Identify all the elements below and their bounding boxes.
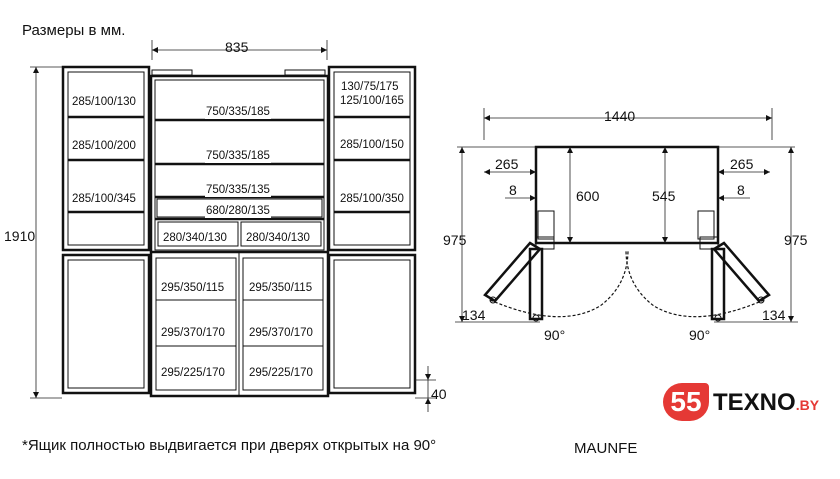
center-shelf-3: 750/335/135 [205, 184, 271, 197]
bottom-offset-label: 40 [431, 386, 447, 402]
top-view [455, 108, 798, 323]
top-offset-left: 134 [462, 307, 486, 323]
top-angle-right: 90° [689, 327, 711, 343]
top-total-width: 1440 [604, 108, 636, 124]
right-door-shelf-4: 285/100/350 [339, 193, 405, 206]
logo-word: TEXNO.BY [713, 389, 819, 419]
page-title: Размеры в мм. [22, 22, 126, 39]
front-view [30, 40, 436, 412]
lower-left-drawer-2: 295/370/170 [160, 327, 226, 340]
top-gap-right: 8 [737, 182, 745, 198]
right-door-shelf-3: 285/100/150 [339, 139, 405, 152]
lower-right-drawer-2: 295/370/170 [248, 327, 314, 340]
front-width-label: 835 [225, 39, 249, 55]
model-label: MAUNFE [574, 440, 638, 457]
top-side-left: 265 [495, 156, 519, 172]
front-height-label: 1910 [4, 228, 36, 244]
logo-number: 55 [663, 383, 709, 421]
lower-left-drawer-1: 295/350/115 [160, 282, 226, 295]
right-door-shelf-1: 130/75/175 [340, 81, 400, 94]
top-depth-left: 975 [443, 232, 467, 248]
top-depth-body: 600 [576, 188, 600, 204]
center-shelf-4: 680/280/135 [205, 205, 271, 218]
top-depth-right: 975 [784, 232, 808, 248]
lower-left-drawer-3: 295/225/170 [160, 367, 226, 380]
top-gap-left: 8 [509, 182, 517, 198]
lower-right-drawer-1: 295/350/115 [248, 282, 314, 295]
top-side-right: 265 [730, 156, 754, 172]
top-offset-right: 134 [762, 307, 786, 323]
left-door-shelf-3: 285/100/345 [71, 193, 137, 206]
top-depth-inner: 545 [652, 188, 676, 204]
lower-right-drawer-3: 295/225/170 [248, 367, 314, 380]
logo-word-text: TEXNO [713, 389, 796, 416]
logo-domain: .BY [795, 397, 820, 413]
center-shelf-1: 750/335/185 [205, 106, 271, 119]
footnote: *Ящик полностью выдвигается при дверях о… [22, 437, 437, 454]
center-drawer-left: 280/340/130 [162, 232, 228, 245]
left-door-shelf-1: 285/100/130 [71, 96, 137, 109]
center-drawer-right: 280/340/130 [245, 232, 311, 245]
center-shelf-2: 750/335/185 [205, 150, 271, 163]
left-door-shelf-2: 285/100/200 [71, 140, 137, 153]
top-angle-left: 90° [544, 327, 566, 343]
right-door-shelf-2: 125/100/165 [339, 95, 405, 108]
